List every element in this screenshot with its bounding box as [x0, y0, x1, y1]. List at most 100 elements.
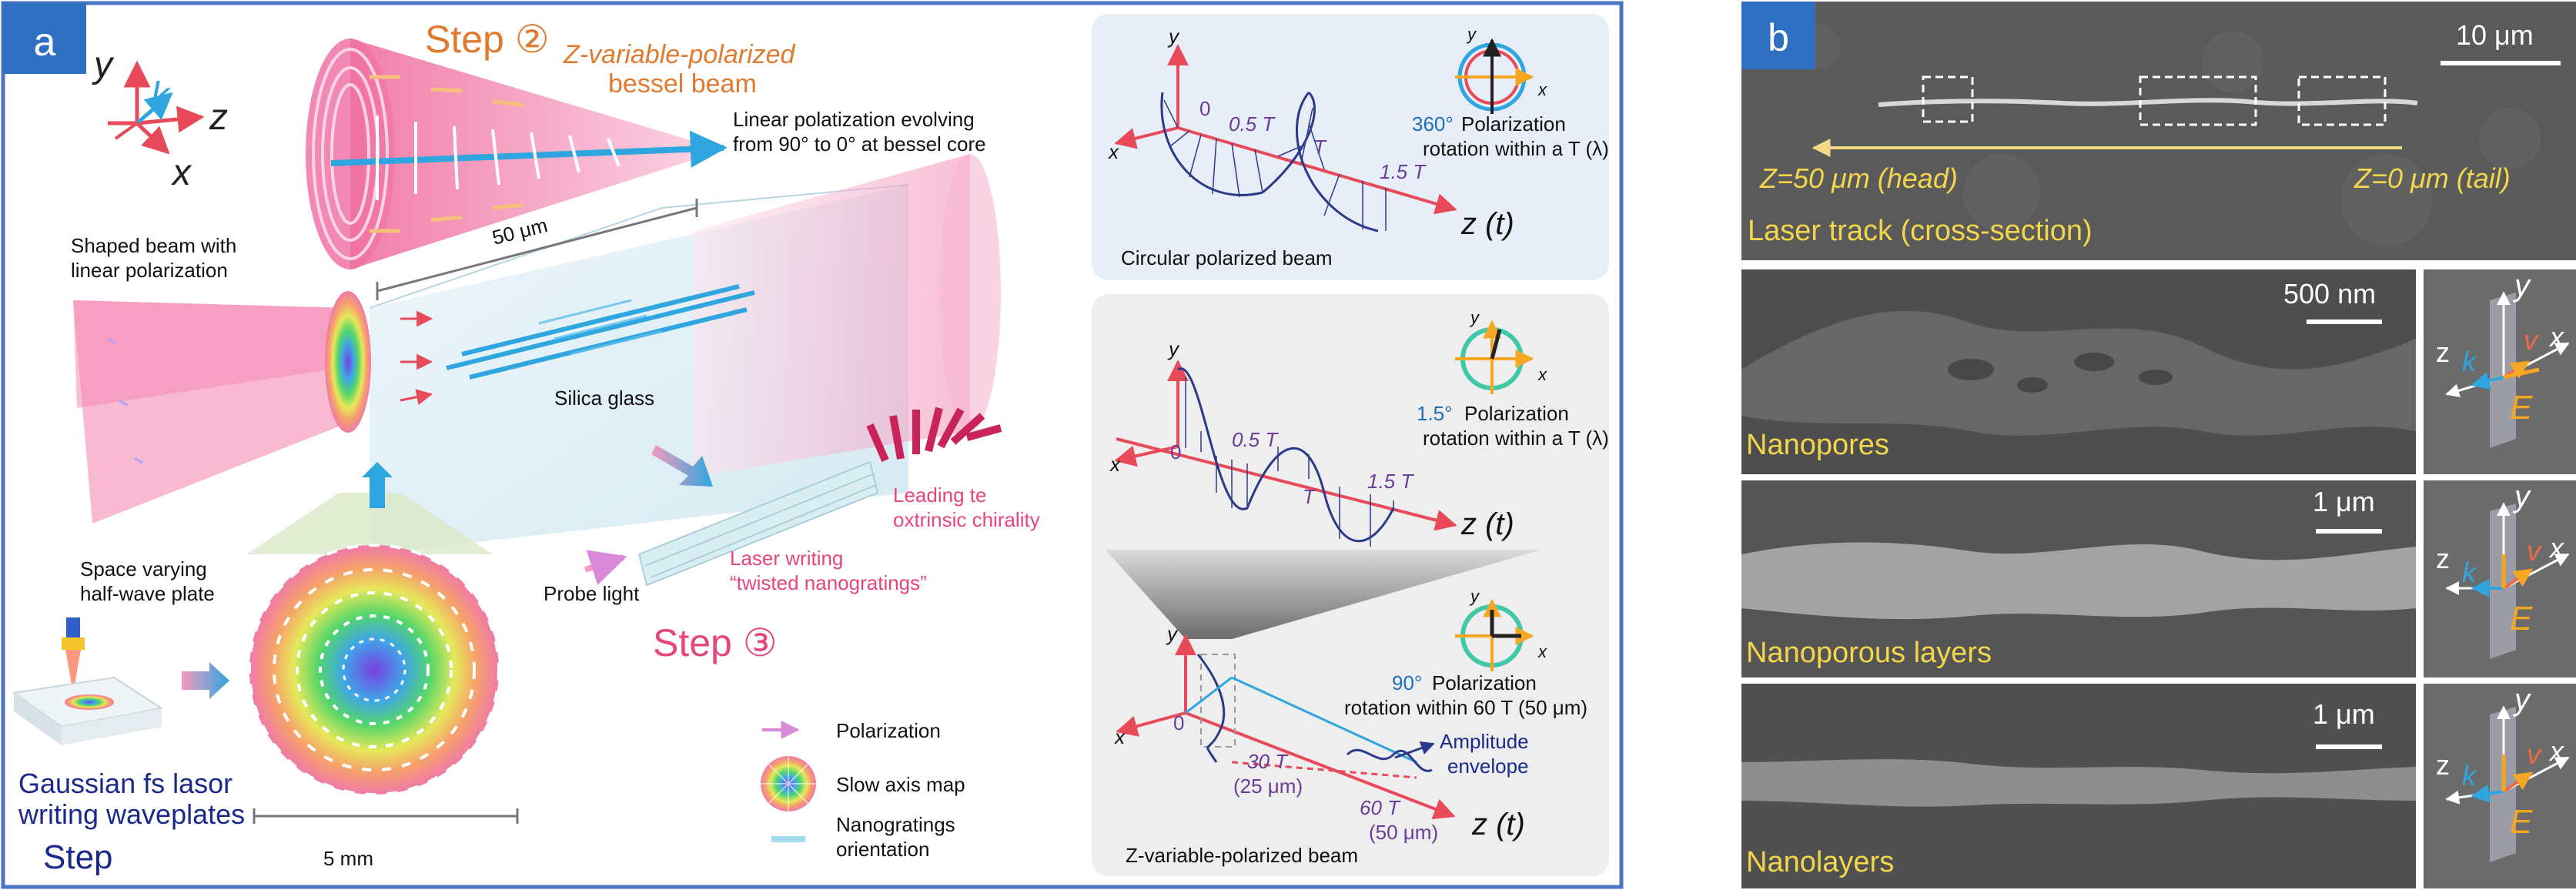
zvar-t60b: (50 μm)	[1369, 821, 1438, 844]
zvar-inset-x: x	[1537, 642, 1547, 661]
zvar-t60a: 60 T	[1360, 796, 1401, 819]
inset-2-z: z	[2436, 543, 2450, 574]
leading-2: oxtrinsic chirality	[893, 508, 1040, 531]
scale-5mm-label: 5 mm	[323, 847, 373, 870]
zvar-zt: z (t)	[1471, 808, 1525, 841]
circ-pol1: Polarization	[1461, 112, 1566, 136]
step3-title: Step ③	[653, 621, 778, 664]
zvar-t30a: 30 T	[1247, 750, 1289, 773]
shaped-beam-2: linear polarization	[71, 259, 228, 282]
panel-a-tag: a	[34, 20, 56, 65]
small-zero: 0	[1170, 440, 1181, 463]
small-pol2: rotation within a T (λ)	[1423, 427, 1609, 450]
silica-label: Silica glass	[554, 386, 654, 410]
small-plot: y x 0 0.5 T T 1.5 T z (t) y x 1.5° Polar…	[1109, 308, 1609, 547]
circ-y: y	[1167, 25, 1180, 48]
zvar-inset: y x	[1455, 587, 1547, 671]
circ-onehalf: 1.5 T	[1380, 160, 1427, 183]
zvar-deg: 90°	[1392, 671, 1422, 694]
legend-nano-2: orientation	[836, 838, 929, 861]
linear-evolve-2: from 90° to 0° at bessel core	[733, 132, 986, 156]
scale-10um-label: 10 μm	[2456, 19, 2534, 51]
spacevar-1: Space varying	[80, 557, 207, 581]
circ-inset-x: x	[1537, 80, 1547, 99]
circ-half: 0.5 T	[1229, 112, 1276, 136]
inset-1-v: v	[2524, 324, 2539, 356]
zvar-amp2: envelope	[1447, 754, 1529, 778]
small-pol1: Polarization	[1464, 402, 1569, 425]
tail-label: Z=0 μm (tail)	[2354, 162, 2511, 194]
inset-3-k: k	[2462, 760, 2477, 791]
track-box-2	[2139, 75, 2257, 126]
zvar-amp1: Amplitude	[1440, 730, 1529, 753]
leading-1: Leading te	[893, 483, 986, 507]
panel-b: b 10 μm Z=50 μm (head) Z=0 μm (tail) Las…	[1738, 0, 2576, 890]
step1-title: Step	[43, 838, 113, 876]
inset-3-z: z	[2436, 749, 2450, 781]
inset-1-E: E	[2510, 389, 2533, 427]
inset-1-z: z	[2436, 336, 2450, 368]
circ-inset-y: y	[1466, 25, 1477, 44]
small-half: 0.5 T	[1232, 428, 1279, 451]
panel-b-tag: b	[1768, 16, 1789, 59]
nanopores-label: Nanopores	[1746, 429, 1889, 461]
inset-1-x: x	[2548, 321, 2565, 353]
twisted-nanograting	[637, 407, 1002, 587]
scale-bar-5mm	[253, 808, 519, 824]
circ-pol2: rotation within a T (λ)	[1423, 137, 1609, 160]
laser-writing-2: “twisted nanogratings”	[730, 571, 927, 594]
panel-b-tag-bg	[1741, 2, 1815, 69]
inset-3-E: E	[2510, 803, 2533, 841]
inset-3-v: v	[2527, 738, 2542, 770]
zvar-caption: Z-variable-polarized beam	[1126, 844, 1358, 867]
inset-1-y: y	[2512, 269, 2532, 303]
nanolayers-label: Nanolayers	[1746, 846, 1894, 878]
zvar-zero: 0	[1173, 711, 1184, 734]
zvar-inset-y: y	[1469, 587, 1480, 606]
inset-2-k: k	[2462, 557, 2477, 588]
small-zt: z (t)	[1460, 507, 1514, 541]
inset-2-x: x	[2548, 532, 2565, 564]
spacevar-2: half-wave plate	[80, 582, 215, 605]
small-inset-x: x	[1537, 365, 1547, 384]
small-y: y	[1167, 337, 1180, 360]
legend: Polarization Slow axis map Nanogratings …	[761, 719, 965, 861]
inset-3-x: x	[2548, 735, 2565, 767]
nanolayers-texture	[1741, 759, 2416, 807]
laser-head	[12, 617, 229, 745]
scale-1um-b-label: 1 μm	[2313, 698, 2375, 730]
track-label: Laser track (cross-section)	[1748, 215, 2093, 247]
zvar-pol2: rotation within 60 T (50 μm)	[1344, 696, 1587, 719]
small-inset-y: y	[1469, 308, 1480, 327]
shaped-beam-cone	[73, 284, 755, 524]
nanopores-texture	[1741, 310, 2416, 436]
axis-k-label: k	[151, 75, 172, 116]
circ-x: x	[1107, 140, 1119, 163]
circ-one: T	[1313, 136, 1327, 159]
scale-1um-a-label: 1 μm	[2313, 486, 2375, 517]
scale-500nm-label: 500 nm	[2283, 278, 2376, 309]
small-deg: 1.5°	[1417, 402, 1453, 425]
waveplate-disc	[246, 462, 500, 796]
inset-3: y z x k v E	[2424, 683, 2576, 888]
nanoporous-label: Nanoporous layers	[1746, 637, 1992, 669]
shaped-beam-1: Shaped beam with	[71, 234, 236, 257]
small-inset: y x	[1455, 308, 1547, 394]
step2-subtitle-1: Z-variable-polarized	[563, 40, 796, 69]
head-label: Z=50 μm (head)	[1759, 162, 1958, 194]
circ-caption: Circular polarized beam	[1121, 246, 1333, 269]
probe-arrow	[584, 550, 627, 586]
inset-2: y z x k v E	[2424, 480, 2576, 678]
zoom-funnel	[1106, 550, 1541, 639]
inset-1: y z x k v E	[2424, 269, 2576, 474]
inset-2-y: y	[2512, 480, 2532, 514]
zvar-x: x	[1113, 725, 1126, 748]
zvar-plot: y x 0 30 T (25 μm) 60 T (50 μm) z (t) Am…	[1113, 587, 1587, 867]
zvar-t30b: (25 μm)	[1233, 775, 1303, 798]
panel-a: a y k z x Step ② Z-variable-polarized be…	[1, 1, 1624, 889]
nanoporous-texture	[1741, 542, 2416, 620]
gauss-1: Gaussian fs lasor	[18, 768, 233, 799]
circ-inset: y x	[1455, 25, 1547, 114]
circ-box	[1092, 14, 1609, 280]
